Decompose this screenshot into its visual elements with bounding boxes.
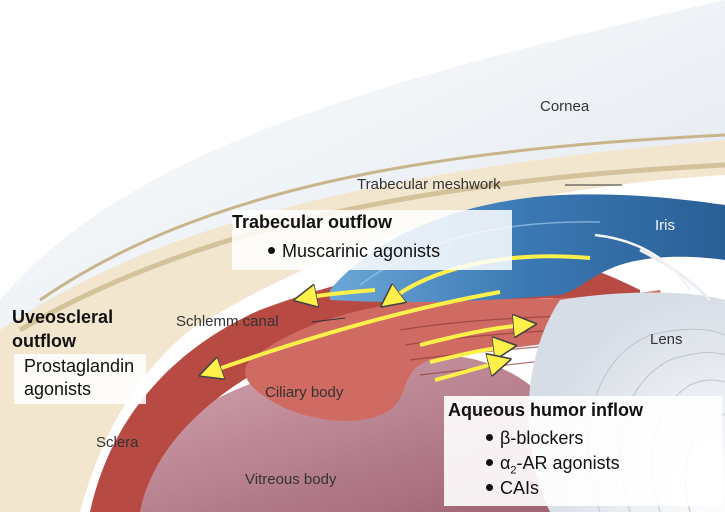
ciliary-body-label: Ciliary body: [265, 384, 343, 401]
trabecular-drug: Muscarinic agonists: [268, 241, 440, 262]
cais-text: CAIs: [500, 478, 539, 498]
schlemm-canal-label: Schlemm canal: [176, 313, 279, 330]
prostaglandin-text: Prostaglandin: [24, 356, 134, 377]
bullet-icon: [486, 434, 493, 441]
inflow-drug-3: CAIs: [486, 478, 539, 499]
aqueous-inflow-box: Aqueous humor inflow β-blockers α2-AR ag…: [444, 396, 722, 506]
beta-blockers-text: β-blockers: [500, 428, 583, 448]
uveoscleral-heading-line2: outflow: [12, 331, 76, 352]
lens-label: Lens: [650, 331, 683, 348]
alpha-text: α: [500, 453, 510, 473]
ar-agonists-text: -AR agonists: [517, 453, 620, 473]
trabecular-meshwork-label: Trabecular meshwork: [357, 176, 501, 193]
vitreous-body-label: Vitreous body: [245, 471, 336, 488]
uveoscleral-drug-box: Prostaglandin agonists: [14, 354, 146, 404]
bullet-icon: [268, 247, 275, 254]
inflow-drug-2: α2-AR agonists: [486, 453, 620, 477]
muscarinic-agonists-text: Muscarinic agonists: [282, 241, 440, 261]
iris-label: Iris: [655, 217, 675, 234]
sclera-label: Sclera: [96, 434, 139, 451]
aqueous-inflow-heading: Aqueous humor inflow: [448, 400, 643, 421]
uveoscleral-heading-line1: Uveoscleral: [12, 307, 113, 328]
agonists-text: agonists: [24, 379, 91, 400]
cornea-label: Cornea: [540, 98, 589, 115]
trabecular-outflow-heading: Trabecular outflow: [232, 212, 392, 233]
bullet-icon: [486, 484, 493, 491]
bullet-icon: [486, 459, 493, 466]
inflow-drug-1: β-blockers: [486, 428, 583, 449]
trabecular-outflow-box: Trabecular outflow Muscarinic agonists: [232, 210, 512, 270]
